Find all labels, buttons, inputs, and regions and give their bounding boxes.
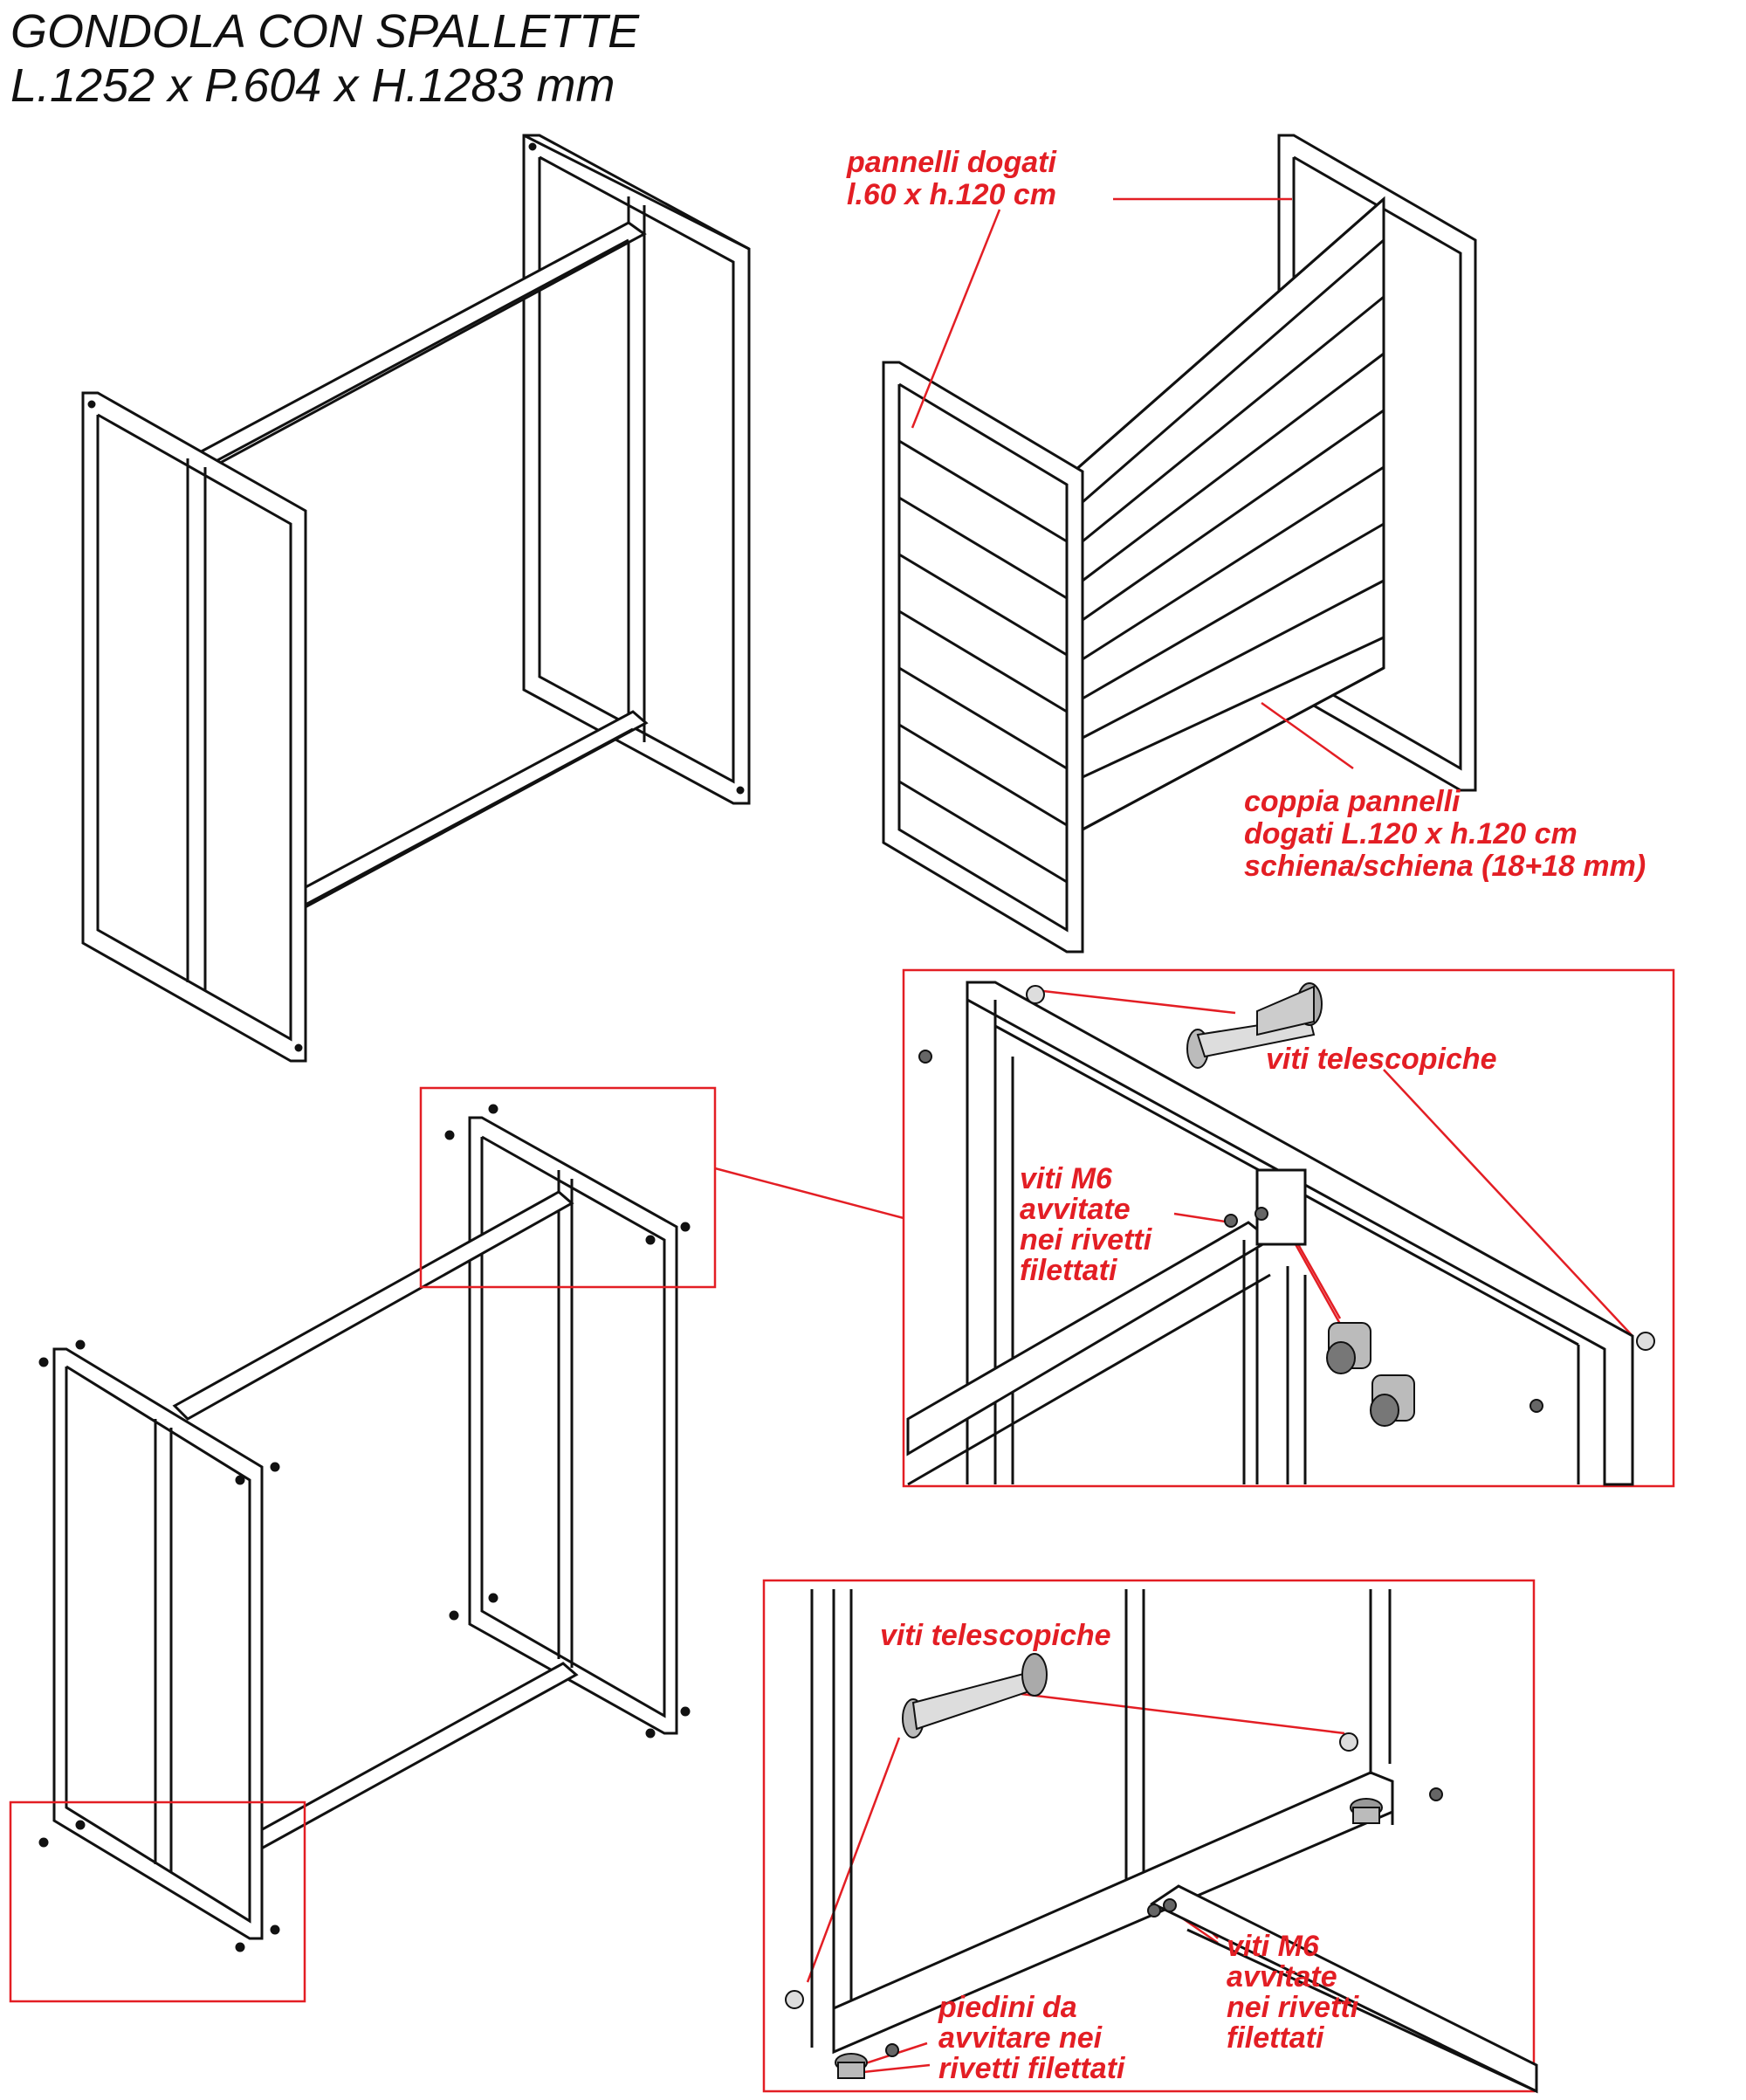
label-line: piedini da [938,1991,1077,2024]
label-viti-m6-top: viti M6 avvitate nei rivetti filettati [1020,1164,1151,1286]
back-side-frame-3 [470,1118,677,1733]
telescopic-screw-top [1186,982,1323,1069]
leveling-foot-2 [835,2053,868,2079]
label-line: dogati L.120 x h.120 cm [1244,817,1578,850]
label-line: l.60 x h.120 cm [847,178,1057,211]
label-viti-telescopiche-top: viti telescopiche [1266,1043,1497,1076]
frame-assembly-bare [83,135,749,1061]
label-piedini: piedini da avvitare nei rivetti filettat… [938,1993,1124,2084]
label-line: schiena/schiena (18+18 mm) [1244,850,1646,883]
label-line: viti M6 [1020,1162,1112,1195]
label-line: coppia pannelli [1244,785,1461,818]
label-line: avvitare nei [938,2021,1103,2055]
detail-bottom-hardware [785,1653,1443,2079]
threaded-rivet-nut-2 [1370,1374,1415,1427]
label-pannelli-dogati: pannelli dogati l.60 x h.120 cm [847,147,1056,211]
label-viti-m6-bottom: viti M6 avvitate nei rivetti filettati [1227,1931,1358,2054]
detail-box-bottom-large [762,1579,1536,2093]
bracket-plate [1255,1168,1307,1246]
label-line: avvitate [1020,1193,1131,1226]
label-line: pannelli dogati [847,146,1056,179]
front-side-frame-3 [54,1349,262,1938]
front-side-frame [83,393,306,1061]
detail-box-top-small [419,1086,717,1289]
label-line: nei rivetti [1020,1223,1152,1257]
telescopic-screw-bottom [902,1653,1048,1739]
detail-bottom-frame-corner [812,1589,1536,2091]
label-line: rivetti filettati [938,2052,1125,2085]
detail-top-hardware [918,982,1655,1427]
double-slatwall-panel [1074,199,1384,830]
label-line: filettati [1020,1254,1117,1287]
label-line: nei rivetti [1227,1991,1359,2024]
back-side-frame [524,135,749,803]
frame-exploded [38,1104,691,1952]
label-viti-telescopiche-bottom: viti telescopiche [880,1619,1111,1652]
drawing-dimensions: L.1252 x P.604 x H.1283 mm [10,59,615,112]
threaded-rivet-nut-1 [1326,1322,1371,1374]
drawing-title: GONDOLA CON SPALLETTE [10,5,640,58]
label-line: viti M6 [1227,1930,1319,1963]
loose-screws [38,1104,691,1952]
leveling-foot-1 [1350,1798,1383,1824]
detail-top-frame-corner [908,982,1633,1484]
detail-box-top-large [902,968,1675,1488]
detail-connector-top [714,1167,904,1220]
label-coppia-pannelli: coppia pannelli dogati L.120 x h.120 cm … [1244,786,1646,883]
side-slatwall-panel [883,362,1083,952]
label-line: filettati [1227,2021,1324,2055]
top-beam-3 [175,1192,572,1419]
detail-box-bottom-small [9,1800,306,2003]
label-line: avvitate [1227,1960,1337,1993]
frame-with-panels [883,135,1475,952]
bottom-rail-detail [834,1773,1392,2052]
